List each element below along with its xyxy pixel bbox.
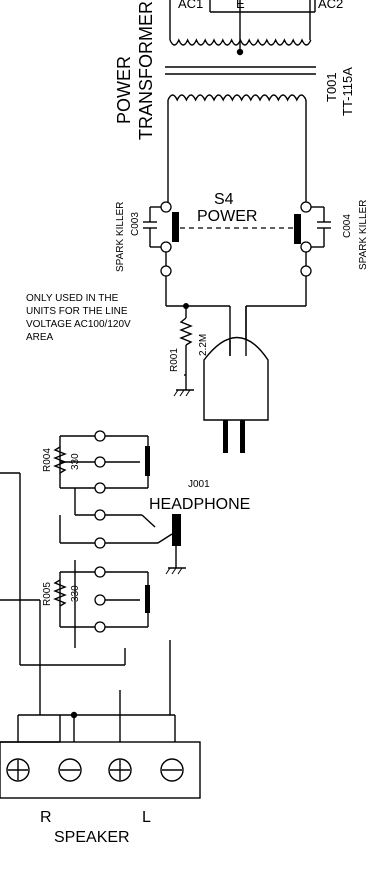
c004-ref: C004: [342, 214, 353, 238]
c004-label: SPARK KILLER: [358, 200, 369, 270]
speaker-terminal-r-minus: [58, 758, 82, 782]
jack-terminal-6: [94, 566, 106, 578]
transformer-part: TT-115A: [340, 67, 355, 116]
transformer-name-line1: POWER: [114, 56, 134, 124]
jack-terminal-1: [94, 430, 106, 442]
tap-label-e: E: [236, 0, 245, 11]
headphone-label: HEADPHONE: [149, 496, 250, 513]
power-switch-s4: S4 POWER SPARK KILLER C003 C004 SPARK KI…: [115, 191, 369, 306]
headphone-section: R004 330 R005 330 J001 HEADPHONE: [0, 430, 250, 633]
switch-left-blade: [172, 212, 179, 242]
center-tap-node: [236, 48, 244, 56]
note-line1: ONLY USED IN THE: [26, 293, 119, 304]
switch-left-terminal-bottom: [160, 265, 172, 277]
tap-label-ac1: AC1: [178, 0, 203, 11]
c003-label: SPARK KILLER: [115, 202, 126, 272]
jack-contact-upper: [145, 446, 150, 476]
r001-value: 2.2M: [198, 334, 209, 356]
switch-left-terminal-top: [160, 201, 172, 213]
headphone-sleeve-contact: [172, 514, 181, 546]
transformer-secondary-coil: [167, 94, 307, 102]
r001-ref: R001: [169, 348, 180, 372]
jack-terminal-2: [94, 456, 106, 468]
speaker-terminal-l-minus: [160, 758, 184, 782]
power-transformer: AC1 E AC2 POWER TRANSFORMER T001 TT-115A: [114, 0, 355, 202]
speaker-terminal-l-plus: [108, 758, 132, 782]
c003-ref: C003: [130, 212, 141, 236]
switch-right-blade: [294, 214, 301, 244]
plug-prong-left: [223, 420, 228, 453]
jack-terminal-7: [94, 594, 106, 606]
jack-contact-lower: [145, 585, 150, 613]
r005-ref: R005: [42, 582, 53, 606]
speaker-section: R L SPEAKER: [0, 540, 201, 846]
speaker-label: SPEAKER: [54, 829, 130, 846]
switch-right-terminal-bottom: [300, 265, 312, 277]
transformer-name-line2: TRANSFORMER: [136, 1, 156, 140]
jack-terminal-3: [94, 482, 106, 494]
headphone-ref: J001: [188, 479, 210, 490]
jack-terminal-4: [94, 509, 106, 521]
r004-ref: R004: [42, 448, 53, 472]
r001-resistor: [179, 317, 193, 346]
ac-plug-section: ONLY USED IN THE UNITS FOR THE LINE VOLT…: [26, 293, 306, 453]
jack-terminal-8: [94, 621, 106, 633]
r004-resistor: [53, 446, 67, 474]
speaker-terminal-r-plus: [6, 758, 30, 782]
switch-ref: S4: [214, 191, 234, 208]
switch-right-terminal-top: [300, 201, 312, 213]
speaker-channel-l: L: [142, 809, 151, 826]
switch-right-terminal-mid: [300, 241, 312, 253]
transformer-primary-coil: [169, 38, 312, 46]
note-line2: UNITS FOR THE LINE: [26, 306, 128, 317]
transformer-ref: T001: [324, 72, 339, 102]
speaker-channel-r: R: [40, 809, 52, 826]
jack-terminal-5: [94, 537, 106, 549]
switch-left-terminal-mid: [160, 241, 172, 253]
r004-value: 330: [70, 453, 81, 470]
speaker-terminal-block: [0, 741, 201, 799]
note-line3: VOLTAGE AC100/120V: [26, 319, 131, 330]
ac-plug-icon: [203, 336, 269, 421]
plug-prong-right: [240, 420, 245, 453]
switch-label: POWER: [197, 208, 257, 225]
r005-resistor: [53, 579, 67, 607]
note-line4: AREA: [26, 332, 54, 343]
tap-label-ac2: AC2: [318, 0, 343, 11]
